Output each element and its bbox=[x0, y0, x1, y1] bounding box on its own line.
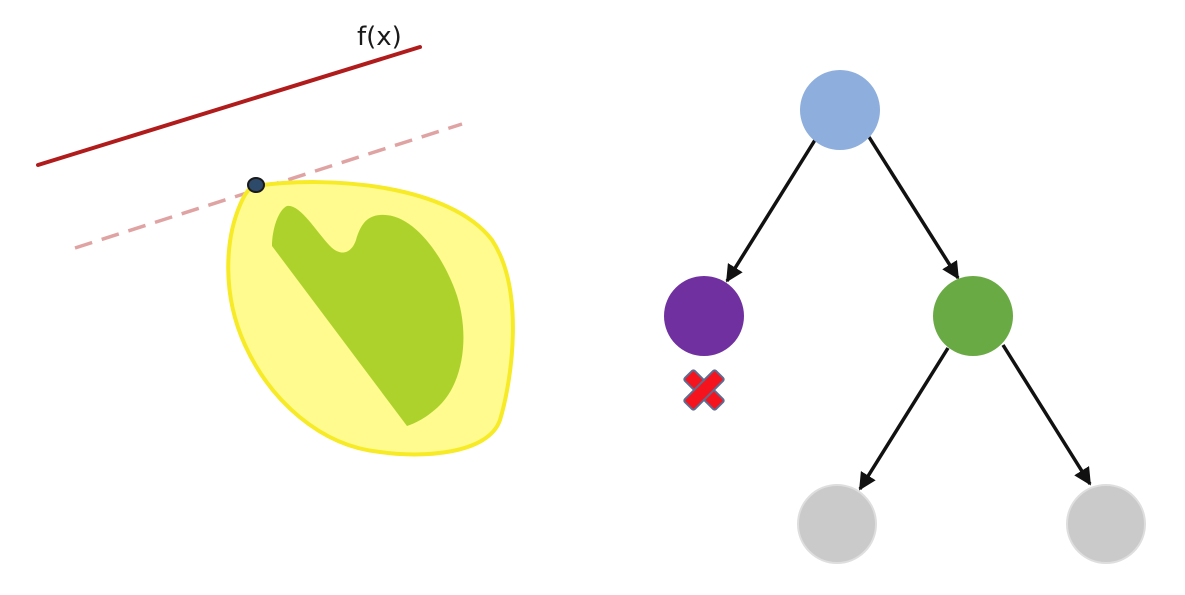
tree-leaf-right-node bbox=[1066, 484, 1146, 564]
function-label: f(x) bbox=[357, 22, 402, 52]
tree-edge-right-leafleft bbox=[858, 347, 950, 491]
tree-root-node bbox=[800, 70, 880, 150]
upper-bound-line bbox=[36, 45, 422, 167]
inner-region bbox=[272, 205, 464, 426]
tree-right-child-node bbox=[933, 276, 1013, 356]
touch-point bbox=[247, 177, 265, 193]
red-x-icon bbox=[683, 369, 725, 411]
search-tree bbox=[664, 70, 1146, 564]
bound-illustration: f(x) bbox=[36, 22, 515, 457]
tree-leaf-left-node bbox=[797, 484, 877, 564]
tree-left-child-node bbox=[664, 276, 744, 356]
tree-edge-root-right bbox=[867, 136, 960, 280]
tree-edge-right-leafright bbox=[1001, 344, 1092, 486]
tree-edge-root-left bbox=[725, 139, 817, 283]
